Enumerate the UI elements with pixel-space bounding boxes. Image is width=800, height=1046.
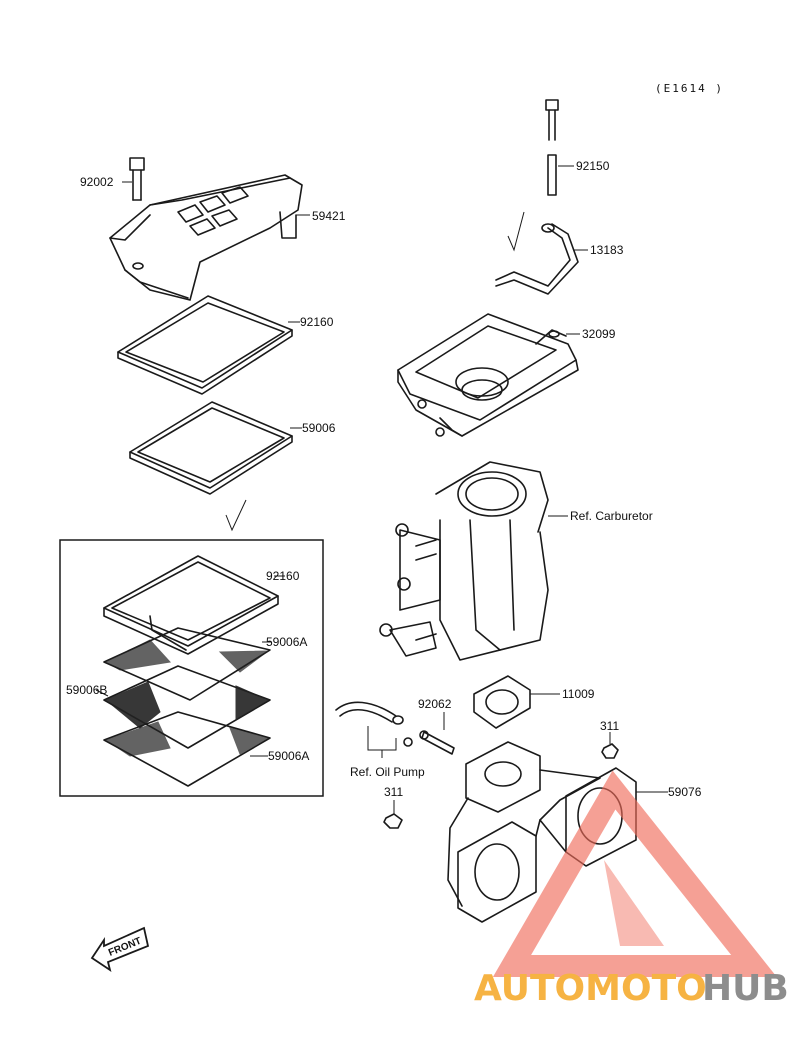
label-92160-top: 92160 bbox=[300, 315, 334, 329]
screen-59006A-upper bbox=[103, 627, 271, 701]
label-59421: 59421 bbox=[312, 209, 346, 223]
automotohub-watermark: AUTOMOTO HUB bbox=[474, 770, 789, 1009]
nut-311-left bbox=[383, 813, 403, 829]
label-59076: 59076 bbox=[668, 785, 702, 799]
watermark-text-automoto: AUTOMOTO bbox=[474, 968, 707, 1009]
gasket-11009 bbox=[473, 675, 531, 729]
label-92002: 92002 bbox=[80, 175, 114, 189]
label-311-left: 311 bbox=[384, 785, 403, 799]
detail-box bbox=[59, 539, 324, 797]
check-mark-right bbox=[507, 211, 525, 252]
bracket-13183 bbox=[495, 223, 579, 295]
label-92062: 92062 bbox=[418, 697, 452, 711]
label-59006B: 59006B bbox=[66, 683, 107, 697]
filter-element-59006 bbox=[129, 401, 293, 495]
bolt-92002 bbox=[129, 157, 145, 201]
nipple-92062 bbox=[419, 730, 455, 755]
air-cleaner-base-32099 bbox=[397, 313, 579, 437]
stud-92150 bbox=[545, 99, 559, 196]
gasket-92160-top bbox=[117, 295, 293, 395]
label-59006: 59006 bbox=[302, 421, 336, 435]
label-32099: 32099 bbox=[582, 327, 616, 341]
gasket-92160-box bbox=[103, 555, 279, 655]
label-ref-oil-pump: Ref. Oil Pump bbox=[350, 765, 425, 779]
nut-311-right bbox=[601, 743, 619, 759]
carburetor bbox=[379, 461, 549, 661]
label-11009: 11009 bbox=[562, 687, 595, 701]
diagram-ref-code: (E1614 ) bbox=[655, 82, 724, 95]
label-59006A-upper: 59006A bbox=[266, 635, 307, 649]
label-311-right: 311 bbox=[600, 719, 619, 733]
label-13183: 13183 bbox=[590, 243, 624, 257]
label-59006A-lower: 59006A bbox=[268, 749, 309, 763]
label-92150: 92150 bbox=[576, 159, 610, 173]
label-ref-carburetor: Ref. Carburetor bbox=[570, 509, 653, 523]
screen-59006A-lower bbox=[103, 711, 271, 787]
front-arrow: FRONT bbox=[90, 926, 150, 973]
watermark-text-hub: HUB bbox=[702, 968, 789, 1009]
label-92160-box: 92160 bbox=[266, 569, 300, 583]
air-cleaner-cover-59421 bbox=[109, 174, 303, 301]
check-mark bbox=[225, 499, 247, 532]
oil-pump-hose bbox=[335, 701, 413, 747]
